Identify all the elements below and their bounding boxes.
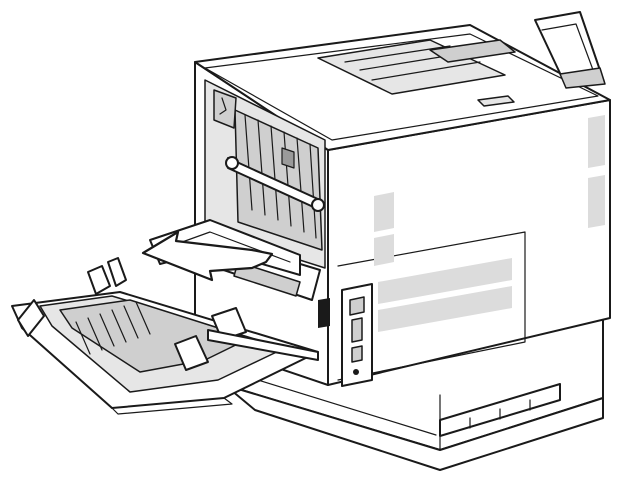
output-flap <box>534 11 606 89</box>
io-port-panel <box>318 283 373 387</box>
pull-direction-arrow <box>141 230 274 282</box>
printer-top <box>194 24 611 151</box>
side-vents <box>374 115 605 332</box>
fuser-cavity <box>204 79 326 269</box>
